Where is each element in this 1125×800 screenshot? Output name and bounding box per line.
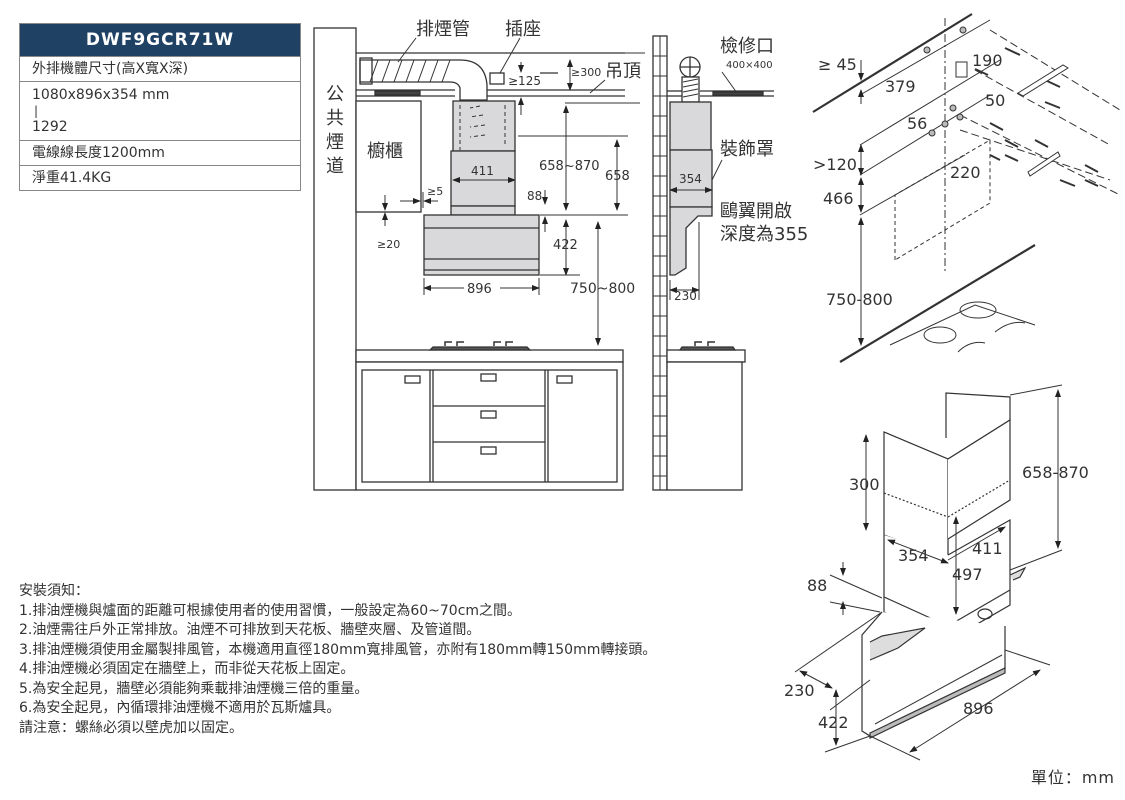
ceiling-label: 吊頂 (605, 61, 641, 82)
dim-socket-gap: ≥125 (508, 74, 541, 88)
dim-411: 411 (972, 539, 1003, 558)
note-item: 6.為安全起見，內循環排油煙機不適用於瓦斯爐具。 (19, 700, 341, 716)
hob-outline (889, 304, 1036, 346)
dimensions-separator: | (34, 104, 39, 118)
countertop-edge (839, 244, 1036, 363)
cable-length: 電線線長度1200mm (20, 140, 300, 165)
side-view-labels: 排煙管 插座 吊頂 公 共 煙 道 櫥櫃 ≥300 ≥125 411 658~8… (326, 19, 641, 297)
dimensions-value-cell: 1080x896x354 mm | 1292 (20, 81, 300, 140)
dim-466: 466 (823, 189, 854, 208)
notes-title: 安裝須知： (19, 583, 89, 599)
hood-outline (894, 139, 991, 261)
dim-ceiling-gap: ≥300 (571, 66, 601, 79)
dim-chimney-range: 658~870 (539, 159, 600, 174)
control-knob (977, 608, 993, 620)
flue-label-2: 煙 (326, 132, 344, 153)
cabinet-label: 櫥櫃 (367, 141, 403, 162)
access-label: 檢修口 (720, 36, 774, 57)
note-item: 4.排油煙機必須固定在牆壁上，而非從天花板上固定。 (19, 661, 355, 677)
dim-body-height: 422 (553, 238, 578, 253)
dim-230: 230 (784, 681, 815, 700)
unit-label: 單位：mm (1030, 768, 1115, 787)
flap-note-2: 深度為355 (720, 224, 808, 245)
side-view-diagram (313, 27, 645, 491)
model-name: DWF9GCR71W (20, 24, 300, 56)
wall-side-diagram (652, 35, 774, 491)
duct-label: 排煙管 (416, 19, 470, 40)
dim-120: >120 (813, 155, 857, 174)
chimney-lower (450, 150, 516, 207)
dim-56: 56 (907, 114, 927, 133)
dim-chimney-min: 658 (605, 169, 630, 184)
dim-flap-depth: 230 (674, 289, 697, 303)
dim-896: 896 (963, 699, 994, 718)
dim-chimney-width: 411 (471, 164, 494, 178)
dim-step: 88 (527, 189, 542, 203)
countertop (355, 349, 624, 363)
dim-190: 190 (972, 51, 1003, 70)
flue-label-0: 公 (326, 84, 344, 105)
hood-iso-diagram (794, 384, 1063, 761)
flap-note-1: 鷗翼開啟 (720, 201, 792, 222)
installation-notes: 安裝須知： 1.排油煙機與爐面的距離可根據使用者的使用習慣，一般設定為60~70… (19, 582, 656, 738)
spec-table: DWF9GCR71W 外排機體尺寸(高X寬X深) 1080x896x354 mm… (19, 23, 301, 191)
dim-422: 422 (818, 713, 849, 732)
note-item: 5.為安全起見，牆壁必須能夠乘載排油煙機三倍的重量。 (19, 680, 369, 697)
net-weight: 淨重41.4KG (20, 165, 300, 190)
dim-depth: 354 (679, 172, 702, 186)
access-size: 400×400 (726, 60, 773, 71)
cabinet (355, 100, 422, 213)
dim-body-width: 896 (467, 282, 492, 297)
dim-750: 750-800 (826, 290, 893, 309)
bracket-diagram (812, 13, 1121, 363)
chimney-upper (452, 100, 516, 152)
wall-side-labels: 檢修口 400×400 裝飾罩 354 鷗翼開啟 深度為355 230 (674, 36, 808, 303)
dim-cabinet-gap-v: ≥20 (377, 238, 400, 251)
hood-body (423, 214, 540, 276)
ceiling-vent-strip (374, 90, 421, 96)
socket-label: 插座 (505, 19, 541, 40)
socket-icon (489, 72, 505, 85)
note-item: 3.排油煙機須使用金屬製排風管，本機適用直徑180mm寬排風管，亦附有180mm… (19, 641, 657, 658)
hood-iso-labels: 300 658-870 354 411 497 88 230 422 896 (784, 463, 1089, 732)
dim-top-gap: ≥ 45 (818, 55, 857, 74)
dim-300: 300 (849, 475, 880, 494)
note-item: 1.排油煙機與爐面的距離可根據使用者的使用習慣，一般設定為60~70cm之間。 (19, 602, 522, 619)
exhaust-duct (359, 57, 488, 101)
bracket-2 (1027, 151, 1061, 177)
dim-cabinet-gap-h: ≥5 (427, 185, 443, 198)
dim-354: 354 (898, 546, 929, 565)
dim-50: 50 (985, 91, 1005, 110)
base-cabinet (355, 361, 624, 491)
note-item: 2.油煙需往戶外正常排放。油煙不可排放到天花板、牆壁夾層、及管道間。 (19, 622, 481, 638)
bracket-1 (1017, 64, 1069, 97)
bracket-labels: ≥ 45 379 190 50 56 >120 220 466 750-800 (813, 51, 1005, 309)
decorative-cover (669, 101, 712, 151)
dim-497: 497 (952, 565, 983, 584)
dimensions-value-2: 1292 (32, 119, 68, 135)
public-flue-wall (313, 27, 357, 491)
dim-220: 220 (950, 163, 981, 182)
wall-box (955, 61, 968, 78)
wall-anchors (974, 47, 1099, 187)
cover-label: 裝飾罩 (720, 139, 774, 160)
dim-658-870: 658-870 (1022, 463, 1089, 482)
dimensions-label: 外排機體尺寸(高X寬X深) (20, 56, 300, 81)
notes-caution: 請注意：螺絲必須以壁虎加以固定。 (19, 719, 243, 736)
dim-379: 379 (885, 77, 916, 96)
dimensions-value: 1080x896x354 mm (32, 87, 170, 103)
access-panel (712, 91, 764, 96)
hood-side (669, 206, 713, 276)
gas-hob (428, 346, 532, 351)
dim-88: 88 (807, 576, 827, 595)
flue-label-1: 共 (326, 108, 344, 129)
flue-label-3: 道 (326, 156, 344, 177)
screws (923, 26, 967, 137)
dim-hob-distance: 750~800 (570, 281, 635, 297)
